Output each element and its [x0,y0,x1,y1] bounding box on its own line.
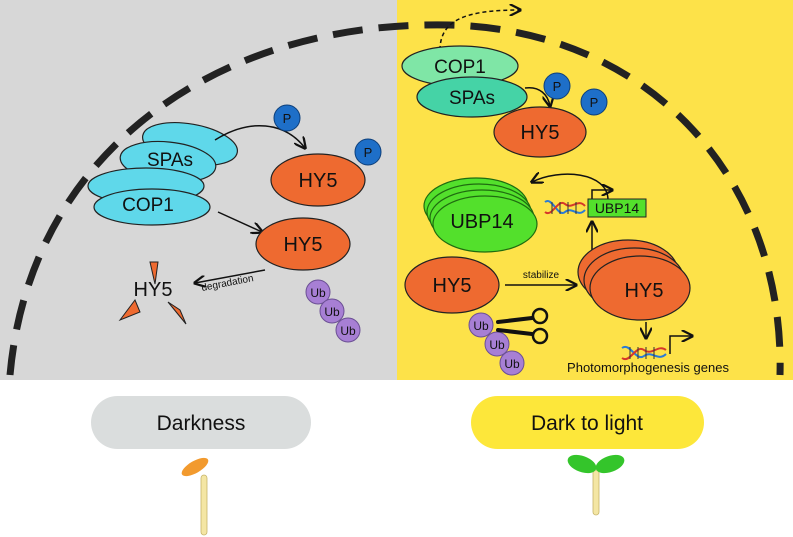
dna-icon [544,199,586,215]
dna-icon [621,345,667,361]
degradation-arrow [195,269,266,283]
hy5-ubiquitinated-light: HY5 [404,256,500,314]
stabilize-label: stabilize [523,270,560,281]
svg-text:P: P [553,79,562,94]
hy5-phosphorylated-light: HY5 [493,106,587,158]
cop1-label-dark: COP1 [122,195,174,216]
svg-text:HY5: HY5 [284,234,323,256]
ubiquitin-chain-dark: Ub Ub Ub [305,279,361,343]
svg-text:HY5: HY5 [299,170,338,192]
svg-text:HY5: HY5 [433,275,472,297]
ubp14-gene-box [587,198,647,218]
svg-text:HY5: HY5 [134,279,173,301]
svg-text:UBP14: UBP14 [450,211,513,233]
binding-arrow-dark [217,211,262,232]
svg-text:Ub: Ub [324,305,340,319]
hy5-stabilized: HY5 [577,239,691,321]
nuclear-envelope [6,21,784,376]
spas-label-light: SPAs [449,88,495,109]
hy5-ubiquitinated-dark: HY5 [255,217,351,271]
phosphorylation-arrow-light [524,86,550,106]
light-title: Dark to light [531,412,643,435]
svg-text:Ub: Ub [504,357,520,371]
phosphate-icon: P [273,104,301,132]
target-promoter-arrow [669,336,692,354]
darkness-pill [91,396,311,449]
phosphorylation-arrow-dark [214,124,305,148]
svg-text:P: P [283,111,292,126]
ubp14-gene-label: UBP14 [595,200,640,216]
svg-text:HY5: HY5 [625,280,664,302]
svg-text:Ub: Ub [340,324,356,338]
spas-complex-dark: SPAs COP1 [87,122,238,226]
svg-text:Ub: Ub [489,338,505,352]
darkness-title: Darkness [157,412,246,435]
etiolated-seedling [181,457,209,536]
degraded-hy5: HY5 [118,261,187,325]
deetiolated-seedling [567,454,625,516]
spas-label-dark: SPAs [147,150,193,171]
phosphate-icon: P [580,88,608,116]
nuclear-export-arrow [439,10,520,51]
hy5-phosphorylated-dark: HY5 [270,153,366,207]
svg-text:Ub: Ub [473,319,489,333]
ubp14-protein: UBP14 [423,177,538,253]
svg-text:Ub: Ub [310,286,326,300]
cop1-spas-complex-light: COP1 SPAs [401,45,528,118]
scissors-icon [496,307,549,345]
phosphate-icon: P [354,138,382,166]
svg-text:P: P [590,95,599,110]
svg-text:HY5: HY5 [521,122,560,144]
light-pill [471,396,704,449]
photomorphogenesis-label: Photomorphogenesis genes [567,360,729,375]
phosphate-icon: P [543,72,571,100]
ubiquitin-chain-light: Ub Ub Ub [468,312,525,376]
svg-text:P: P [364,145,373,160]
cop1-label-light: COP1 [434,57,486,78]
